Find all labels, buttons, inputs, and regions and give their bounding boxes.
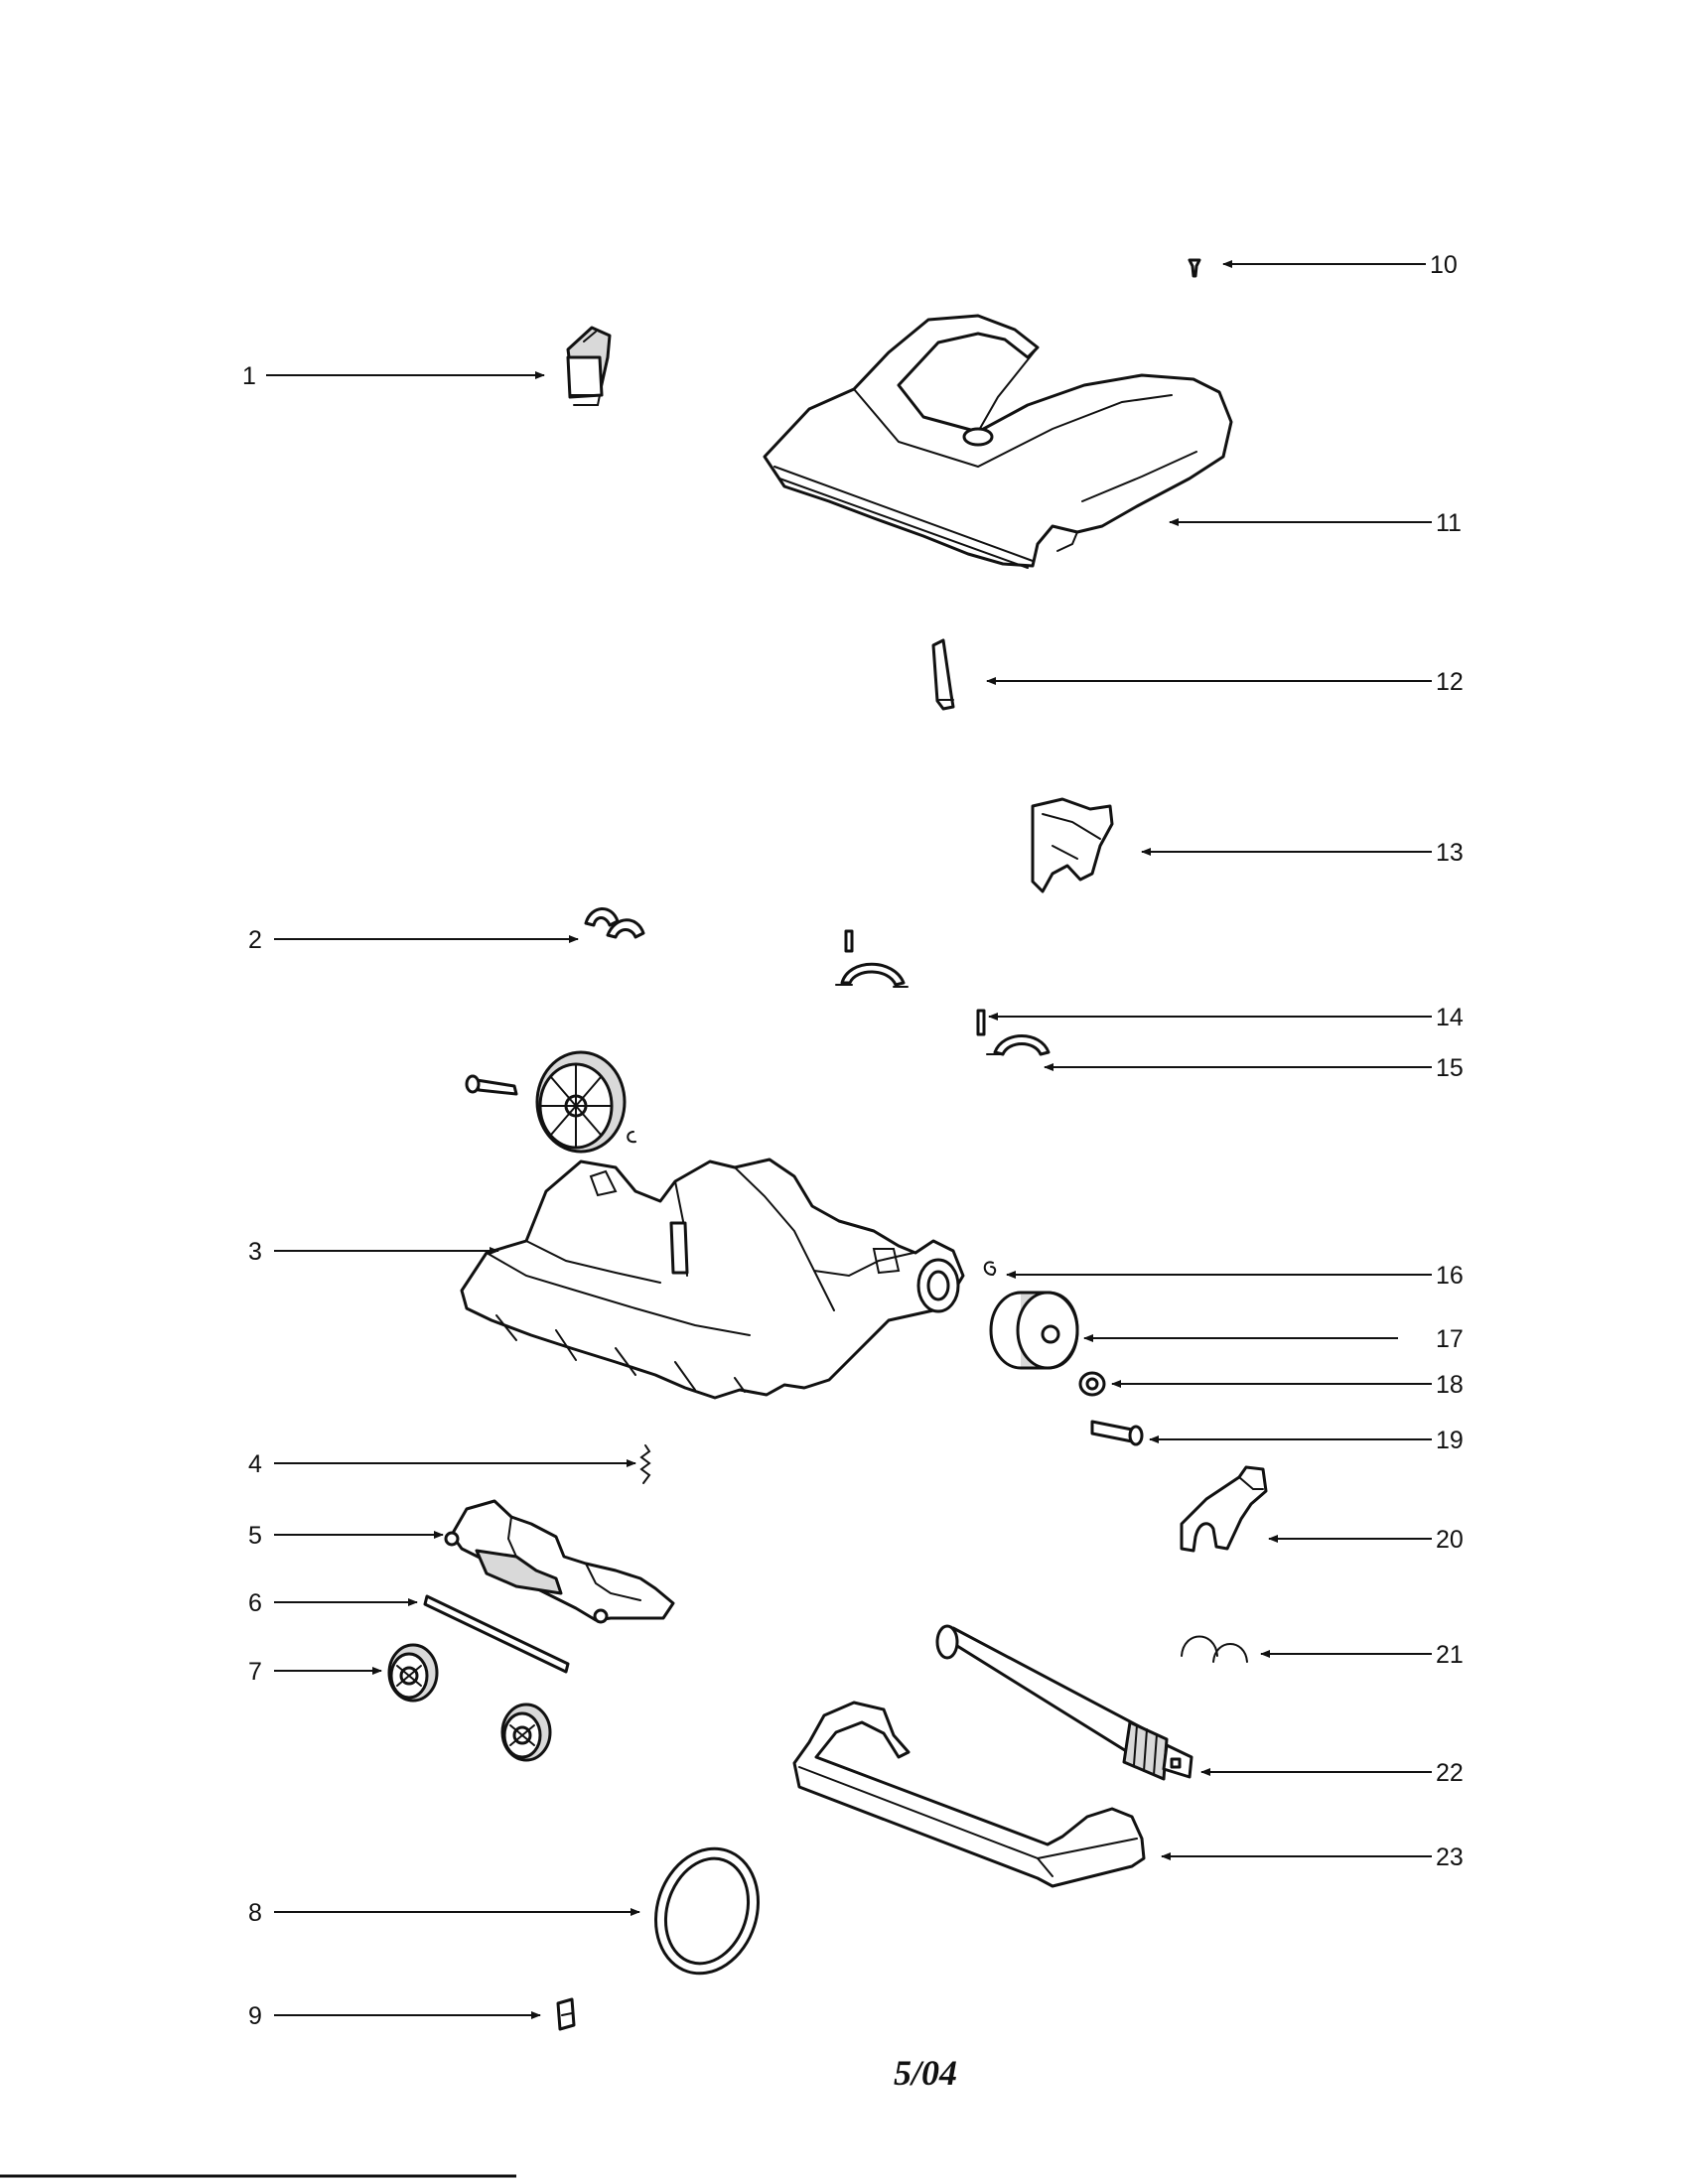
callout-21: 21 bbox=[1436, 1641, 1464, 1669]
part-3-drawing bbox=[460, 1158, 965, 1400]
part-8-drawing bbox=[653, 1846, 761, 1976]
callout-19: 19 bbox=[1436, 1427, 1464, 1454]
part-13-drawing bbox=[1031, 797, 1114, 893]
callout-17: 17 bbox=[1436, 1325, 1464, 1353]
callout-23: 23 bbox=[1436, 1843, 1464, 1871]
part-22-drawing bbox=[935, 1624, 1193, 1781]
part-21-drawing bbox=[1181, 1635, 1248, 1663]
part-17-drawing bbox=[989, 1291, 1079, 1370]
callout-4: 4 bbox=[248, 1450, 262, 1478]
callout-1: 1 bbox=[242, 362, 256, 390]
part-11-drawing bbox=[763, 314, 1233, 569]
part-1-drawing bbox=[566, 326, 612, 406]
callout-12: 12 bbox=[1436, 668, 1464, 696]
callout-14: 14 bbox=[1436, 1004, 1464, 1031]
part-4-drawing bbox=[639, 1444, 651, 1484]
part-10-drawing bbox=[1188, 258, 1201, 278]
callout-13: 13 bbox=[1436, 839, 1464, 867]
wheel-left-drawing bbox=[465, 1050, 636, 1154]
callout-20: 20 bbox=[1436, 1526, 1464, 1554]
part-9-drawing bbox=[556, 1997, 576, 2031]
part-23-drawing bbox=[792, 1701, 1146, 1888]
part-15-drawing bbox=[976, 1009, 1051, 1056]
callout-8: 8 bbox=[248, 1899, 262, 1927]
callout-18: 18 bbox=[1436, 1371, 1464, 1399]
part-14-drawing bbox=[835, 929, 909, 988]
callout-15: 15 bbox=[1436, 1054, 1464, 1082]
part-20-drawing bbox=[1180, 1465, 1268, 1553]
callout-7: 7 bbox=[248, 1658, 262, 1686]
callout-6: 6 bbox=[248, 1589, 262, 1617]
callout-labels: 1 2 3 4 5 6 7 8 9 10 11 12 13 14 15 16 1… bbox=[242, 251, 1464, 2030]
part-19-drawing bbox=[1090, 1420, 1144, 1446]
callout-9: 9 bbox=[248, 2002, 262, 2030]
callout-10: 10 bbox=[1430, 251, 1458, 279]
date-code: 5/04 bbox=[894, 2053, 957, 2093]
callout-11: 11 bbox=[1436, 509, 1462, 537]
part-12-drawing bbox=[931, 638, 955, 711]
part-7-drawing bbox=[387, 1643, 552, 1762]
part-16-drawing bbox=[983, 1261, 997, 1277]
callout-3: 3 bbox=[248, 1238, 262, 1266]
part-5-drawing bbox=[444, 1499, 675, 1624]
part-2-drawing bbox=[584, 907, 645, 939]
callout-2: 2 bbox=[248, 926, 262, 954]
callout-16: 16 bbox=[1436, 1262, 1464, 1290]
callout-5: 5 bbox=[248, 1522, 262, 1550]
part-18-drawing bbox=[1078, 1371, 1106, 1397]
leader-lines bbox=[266, 260, 1432, 2019]
part-6-drawing bbox=[423, 1594, 570, 1674]
callout-22: 22 bbox=[1436, 1759, 1464, 1787]
